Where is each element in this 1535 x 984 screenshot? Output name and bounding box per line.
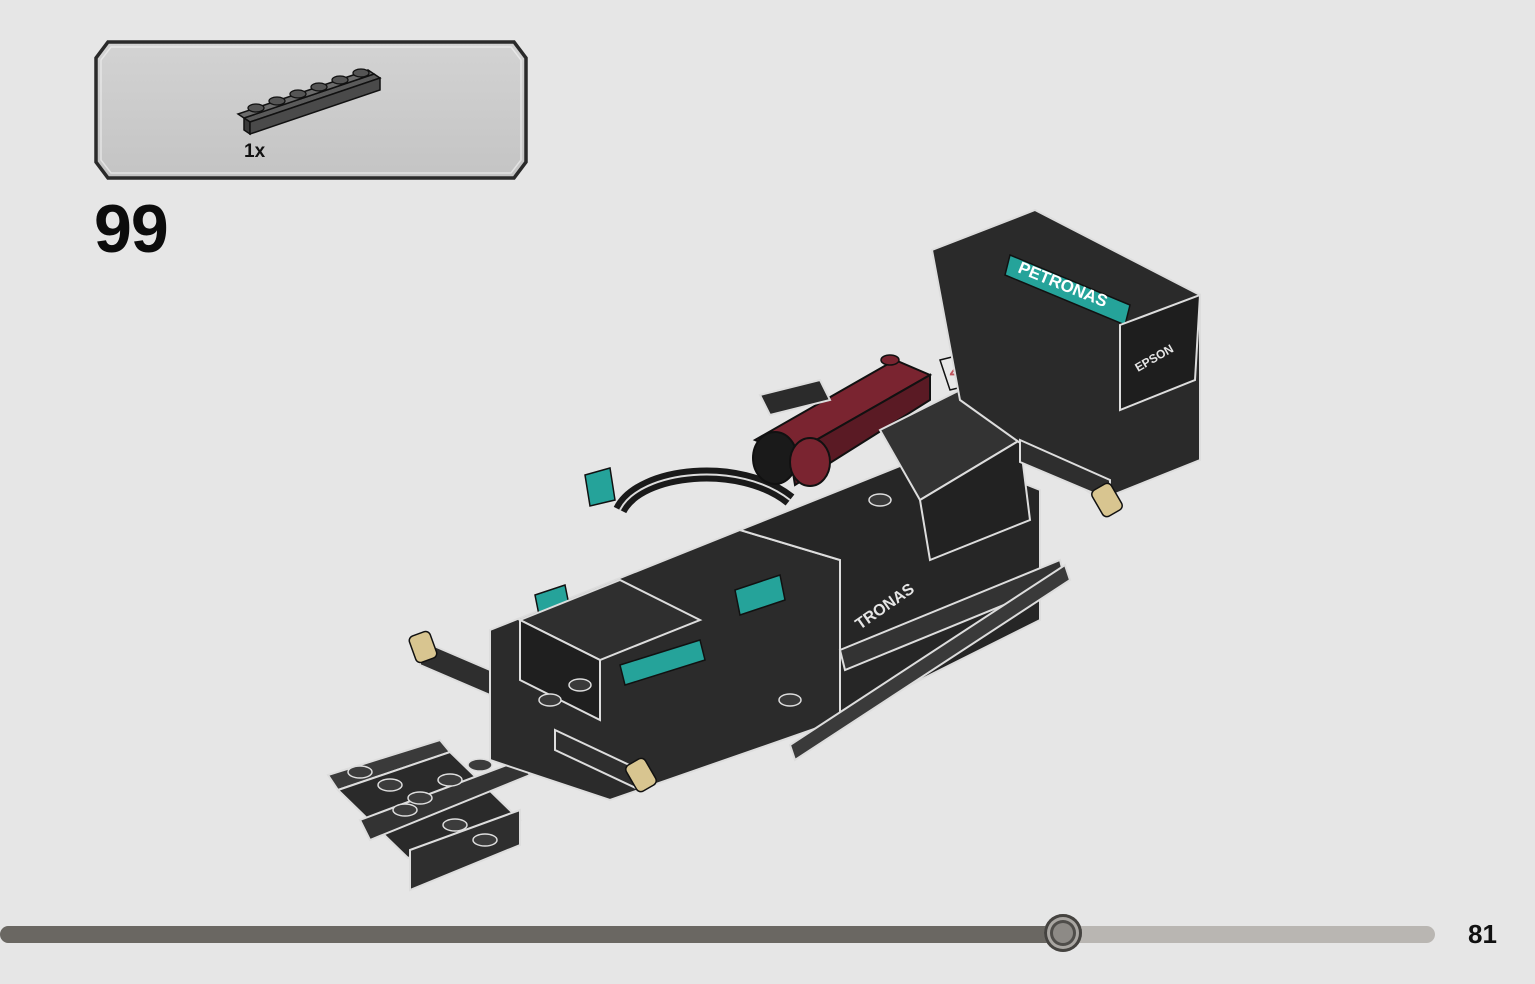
floor-edge [788, 563, 1072, 762]
progress-bar [0, 926, 1435, 943]
parts-callout-frame [94, 40, 528, 180]
rear-wing: PETRONAS EPSON [930, 208, 1202, 502]
parts-callout: 1x [94, 40, 528, 180]
page-number: 81 [1468, 919, 1497, 949]
part-quantity: 1x [244, 141, 266, 162]
rear-axle [1019, 438, 1123, 518]
front-cross-plate [326, 738, 532, 892]
f1-car-build-illustration: TRONAS 44 PETRONAS EPSON [326, 208, 1202, 892]
airbox [752, 354, 933, 487]
front-right-axle [554, 728, 657, 793]
progress-fill [0, 926, 1063, 943]
front-left-axle [408, 630, 491, 697]
step-number: 99 [94, 191, 169, 267]
dark-gray-plate-1x6-icon [236, 68, 382, 136]
progress-knob[interactable] [1044, 914, 1082, 952]
